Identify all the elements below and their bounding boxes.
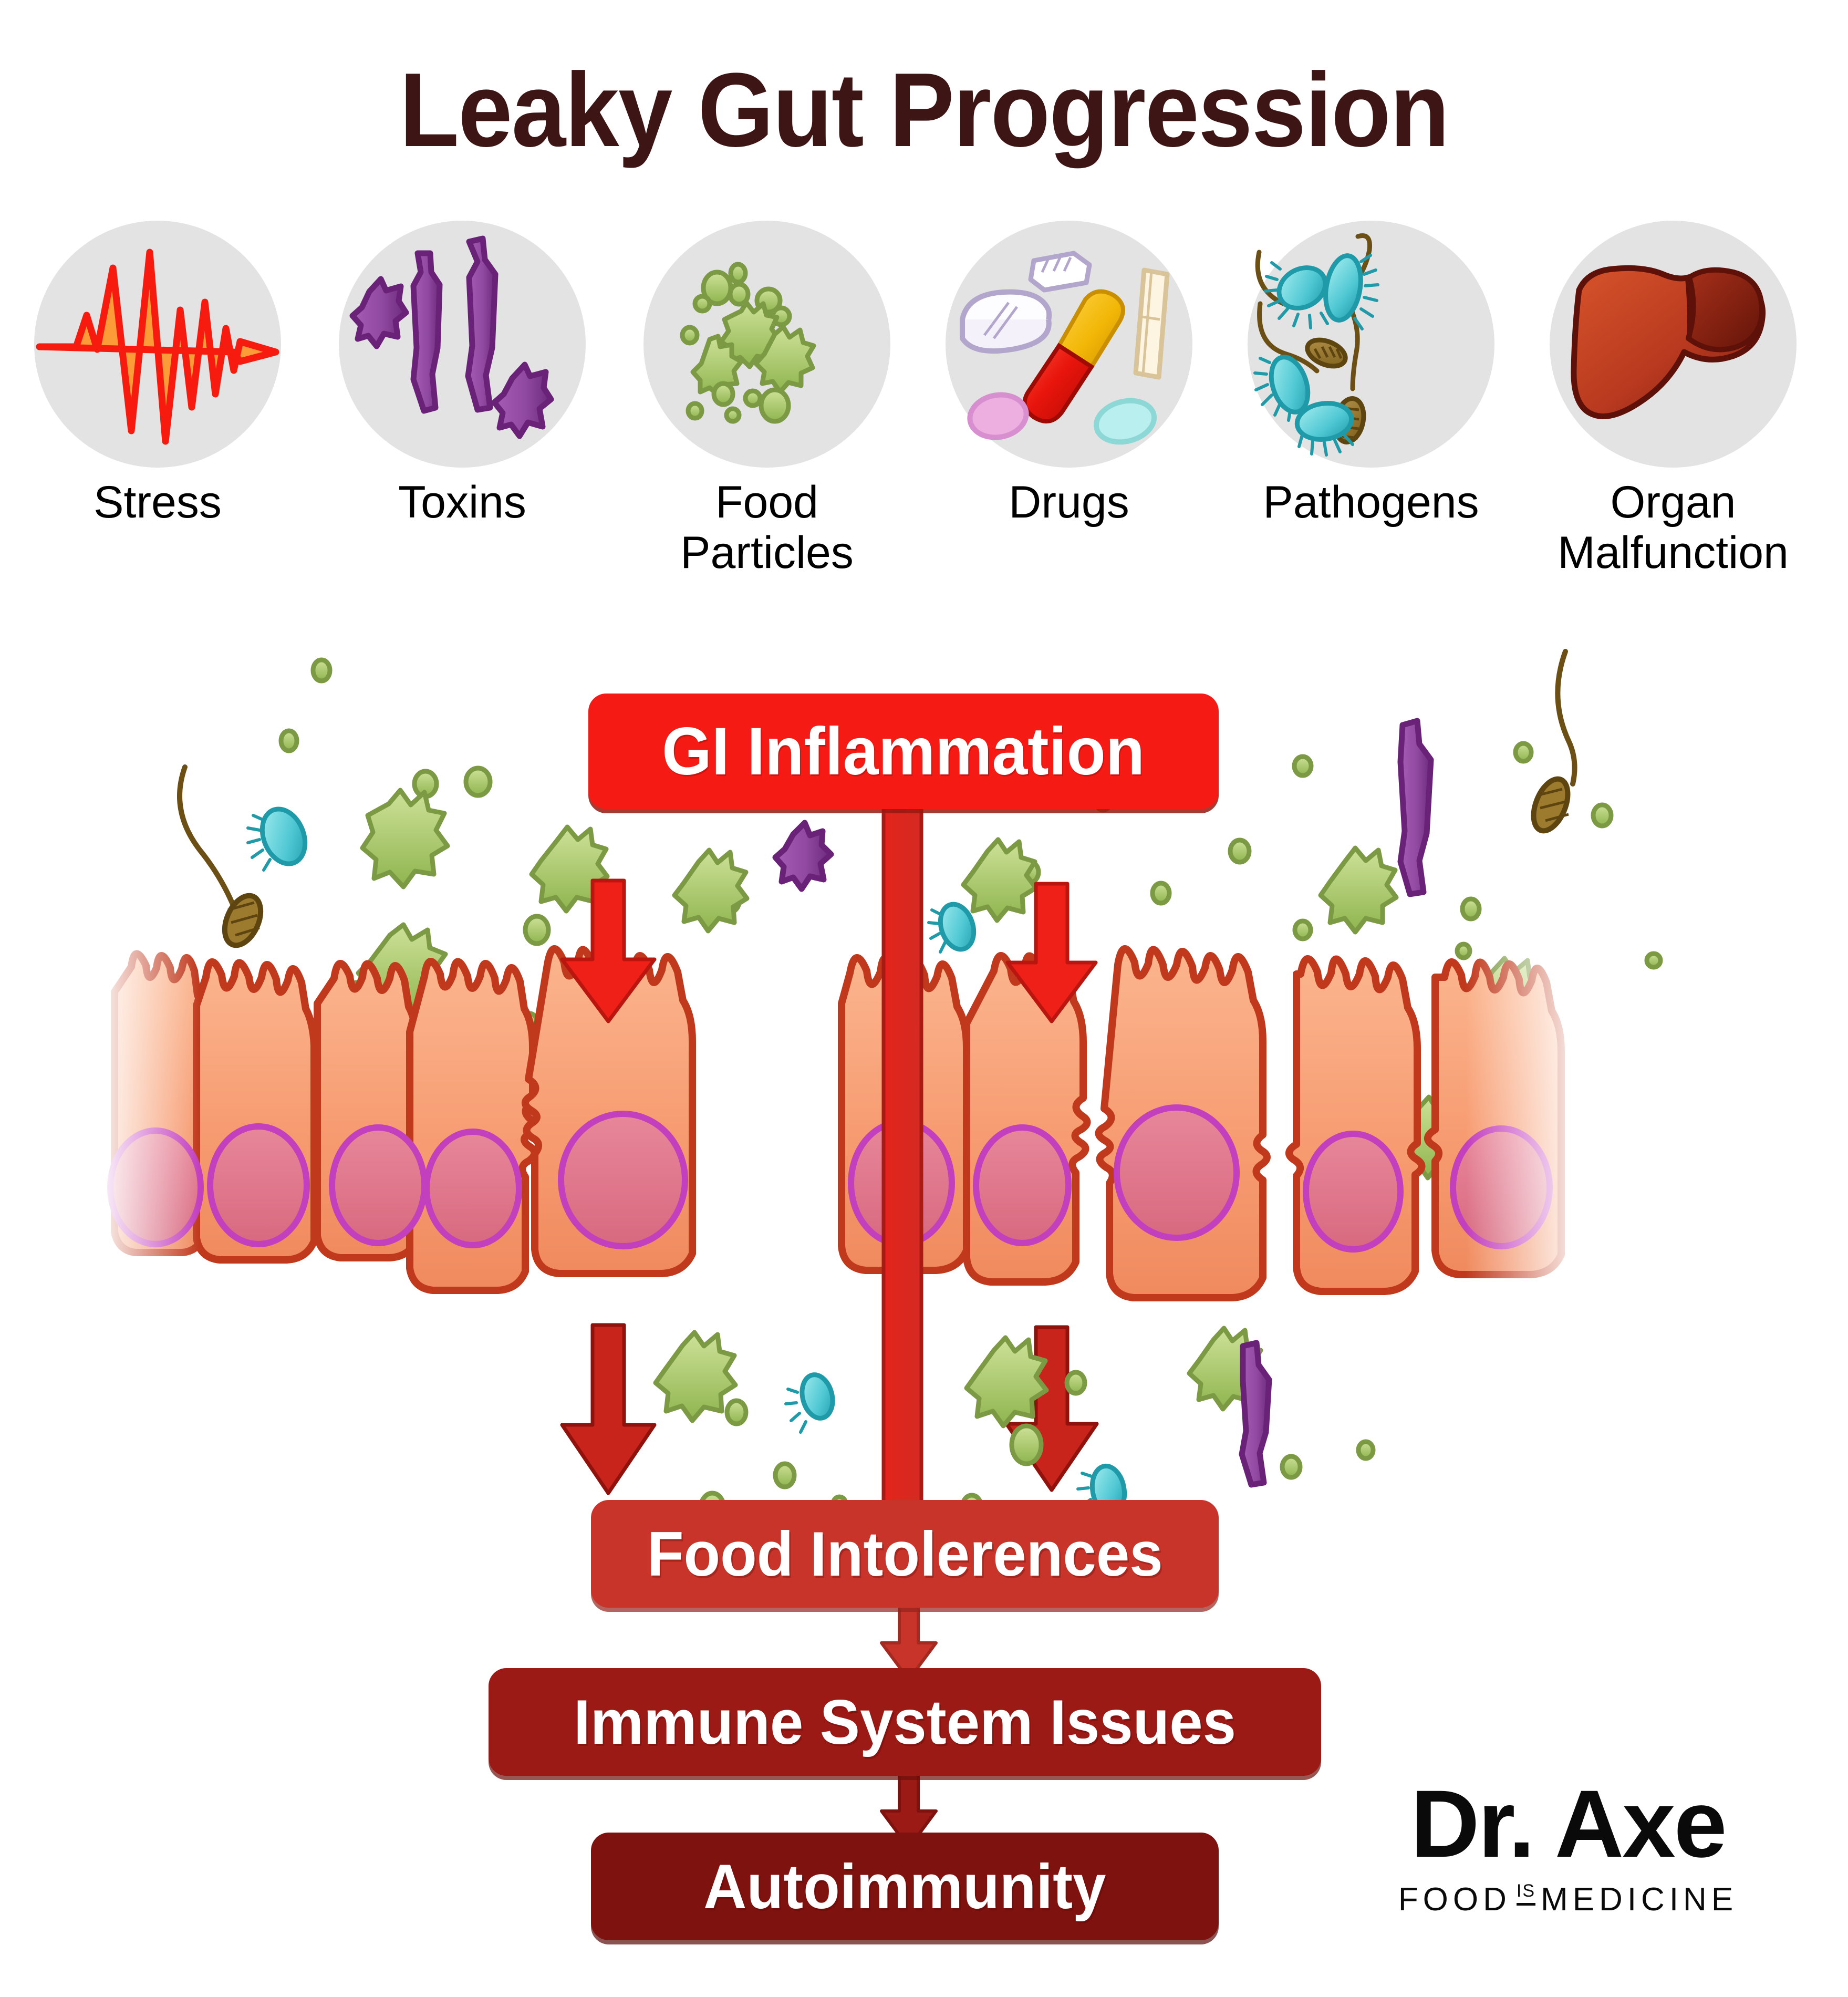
arrow-down-left-upper bbox=[560, 878, 657, 1023]
cause-circle-food-particles bbox=[643, 221, 890, 468]
cause-item-stress[interactable]: Stress bbox=[32, 221, 284, 527]
cascade-label-immune-system-issues: Immune System Issues bbox=[574, 1686, 1236, 1757]
cascade-label-autoimmunity: Autoimmunity bbox=[703, 1851, 1106, 1922]
cause-item-pathogens[interactable]: Pathogens bbox=[1245, 221, 1497, 527]
logo-tagline-is: IS bbox=[1516, 1881, 1536, 1906]
cause-label-drugs: Drugs bbox=[1009, 477, 1129, 527]
cause-item-toxins[interactable]: Toxins bbox=[336, 221, 588, 527]
cause-item-food-particles[interactable]: Food Particles bbox=[641, 221, 893, 578]
logo-tagline: FOOD IS MEDICINE bbox=[1342, 1881, 1794, 1918]
gut-illustration bbox=[95, 649, 1663, 1572]
cause-label-food-particles: Food Particles bbox=[680, 477, 854, 578]
toxin-below-right bbox=[1239, 1340, 1272, 1488]
cascade-box-immune-system-issues[interactable]: Immune System Issues bbox=[489, 1668, 1321, 1776]
logo-brand-text: Dr. Axe bbox=[1410, 1770, 1727, 1877]
cause-circle-organ bbox=[1550, 221, 1797, 468]
cascade-label-food-intolerences: Food Intolerences bbox=[647, 1518, 1163, 1589]
logo-tagline-food: FOOD bbox=[1398, 1881, 1511, 1918]
food-particles-icon bbox=[680, 262, 816, 424]
arrow-down-right-upper bbox=[1005, 882, 1098, 1023]
cause-label-stress: Stress bbox=[94, 477, 222, 527]
dr-axe-logo[interactable]: Dr. Axe FOOD IS MEDICINE bbox=[1342, 1776, 1794, 1918]
liver-organ-icon bbox=[1571, 265, 1766, 419]
arrow-down-left-lower bbox=[560, 1323, 657, 1495]
epithelial-cell-layer bbox=[95, 945, 1586, 1334]
epithelium-fade-right bbox=[1466, 946, 1586, 1334]
bacterium-below-left bbox=[784, 1372, 835, 1434]
page-title: Leaky Gut Progression bbox=[399, 51, 1449, 169]
bacterium-center bbox=[927, 902, 977, 954]
cause-item-organ-malfunction[interactable]: Organ Malfunction bbox=[1547, 221, 1799, 578]
toxins-icon bbox=[349, 235, 554, 439]
causes-row: Stress bbox=[0, 221, 1848, 588]
gi-inflammation-label: GI Inflammation bbox=[662, 713, 1145, 789]
gi-inflammation-banner[interactable]: GI Inflammation bbox=[588, 694, 1219, 809]
toxin-center bbox=[772, 820, 834, 892]
cause-label-pathogens: Pathogens bbox=[1263, 477, 1479, 527]
food-particle-cluster-center bbox=[672, 791, 1172, 934]
bacterium-left bbox=[246, 806, 308, 872]
epithelium-fade-left bbox=[95, 946, 200, 1334]
cause-label-organ: Organ Malfunction bbox=[1558, 477, 1789, 578]
pathogens-bacteria-icon bbox=[1253, 233, 1379, 457]
cascade-box-autoimmunity[interactable]: Autoimmunity bbox=[591, 1833, 1219, 1940]
cause-circle-pathogens bbox=[1248, 221, 1494, 468]
cause-item-drugs[interactable]: Drugs bbox=[943, 221, 1195, 527]
logo-tagline-medicine: MEDICINE bbox=[1541, 1881, 1738, 1918]
cause-circle-stress bbox=[34, 221, 281, 468]
gut-epithelium-scene bbox=[0, 567, 1848, 1572]
subepithelial-particles bbox=[593, 1326, 1376, 1537]
parasite-worm-left bbox=[177, 764, 264, 948]
cause-circle-drugs bbox=[946, 221, 1192, 468]
parasite-worm-right bbox=[1531, 649, 1577, 834]
cascade-box-food-intolerences[interactable]: Food Intolerences bbox=[591, 1500, 1219, 1608]
cause-label-toxins: Toxins bbox=[398, 477, 526, 527]
drugs-pills-icon bbox=[960, 251, 1170, 445]
stress-ekg-icon bbox=[36, 249, 279, 445]
cause-circle-toxins bbox=[339, 221, 586, 468]
